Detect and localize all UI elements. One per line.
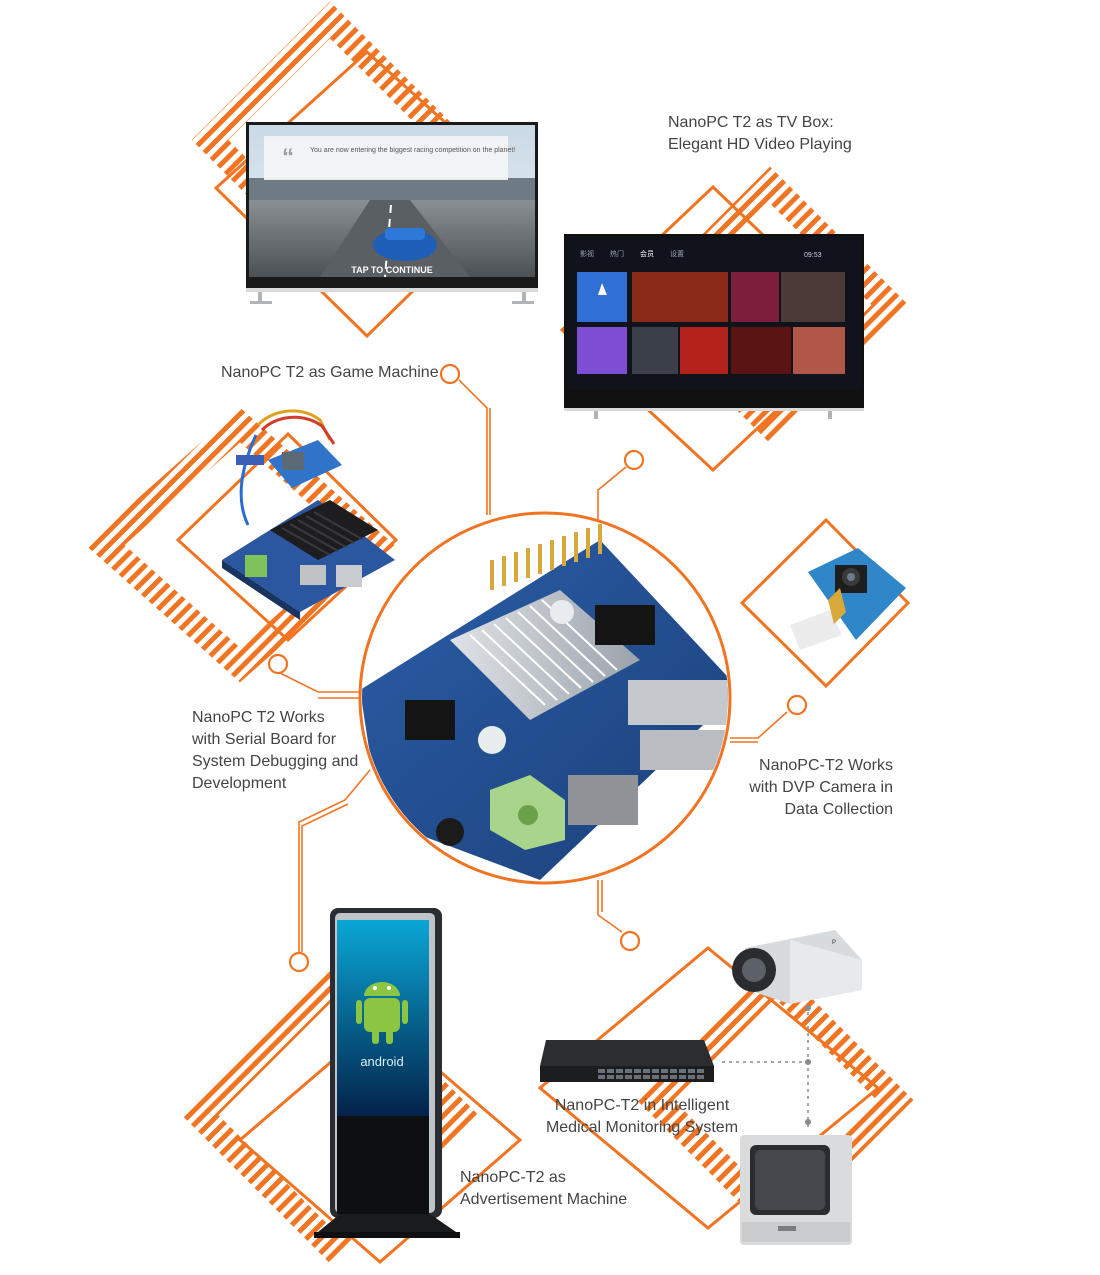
tv-tab-1: 热门 — [610, 249, 624, 258]
label-camera: NanoPC-T2 Works with DVP Camera in Data … — [749, 755, 893, 821]
game-banner-text: You are now entering the biggest racing … — [310, 147, 515, 154]
network-switch-image — [540, 1040, 714, 1082]
label-advert: NanoPC-T2 as Advertisement Machine — [460, 1167, 627, 1211]
monitoring-dots — [805, 1005, 811, 1125]
node-tvbox — [623, 449, 645, 471]
surveillance-camera-image: P — [732, 930, 862, 1004]
node-medical — [619, 930, 641, 952]
crt-monitor-image — [740, 1135, 852, 1245]
nanopc-t2-board — [358, 511, 732, 885]
label-game-line1: NanoPC T2 as Game Machine — [221, 364, 439, 381]
connector-lines — [277, 379, 788, 952]
label-tv-box: NanoPC T2 as TV Box: Elegant HD Video Pl… — [668, 112, 852, 156]
svg-text:P: P — [832, 940, 836, 946]
label-serial-line1: NanoPC T2 Works — [192, 709, 325, 726]
game-tv: “ You are now entering the biggest racin… — [246, 122, 538, 304]
label-advert-line2: Advertisement Machine — [460, 1191, 628, 1208]
advertisement-kiosk: android — [314, 908, 460, 1238]
tv-clock: 09:53 — [804, 252, 822, 259]
label-advert-line1: NanoPC-T2 as — [460, 1169, 566, 1186]
tvbox-tv: 影视 热门 会员 设置 09:53 — [564, 234, 864, 419]
label-tv-box-line1: NanoPC T2 as TV Box: — [668, 114, 834, 131]
label-tv-box-line2: Elegant HD Video Playing — [668, 136, 852, 153]
kiosk-brand-text: android — [360, 1054, 403, 1069]
node-serial — [267, 653, 289, 675]
tv-tab-3: 设置 — [670, 249, 684, 258]
node-advert — [288, 951, 310, 973]
label-serial-line2: with Serial Board for — [192, 731, 337, 748]
node-game — [439, 363, 461, 385]
label-camera-line1: NanoPC-T2 Works — [759, 757, 893, 774]
dvp-camera-image — [790, 548, 906, 650]
serial-board-image — [222, 409, 395, 620]
label-camera-line2: with DVP Camera in — [749, 779, 893, 796]
node-camera — [786, 694, 808, 716]
label-game: NanoPC T2 as Game Machine — [221, 362, 439, 384]
label-serial: NanoPC T2 Works with Serial Board for Sy… — [192, 707, 358, 795]
tv-tab-0: 影视 — [580, 249, 594, 258]
monitoring-links — [722, 1005, 809, 1130]
label-medical-line1: NanoPC-T2 in Intelligent — [554, 1097, 730, 1114]
label-medical-line2: Medical Monitoring System — [545, 1119, 739, 1136]
game-prompt-text: TAP TO CONTINUE — [351, 265, 433, 275]
connector-nodes — [267, 363, 808, 973]
label-serial-line3: System Debugging and — [192, 753, 359, 770]
tv-tab-2: 会员 — [640, 249, 654, 258]
label-medical: NanoPC-T2 in Intelligent Medical Monitor… — [532, 1095, 752, 1139]
label-camera-line3: Data Collection — [784, 801, 894, 818]
label-serial-line4: Development — [192, 775, 287, 792]
svg-text:“: “ — [282, 144, 294, 171]
